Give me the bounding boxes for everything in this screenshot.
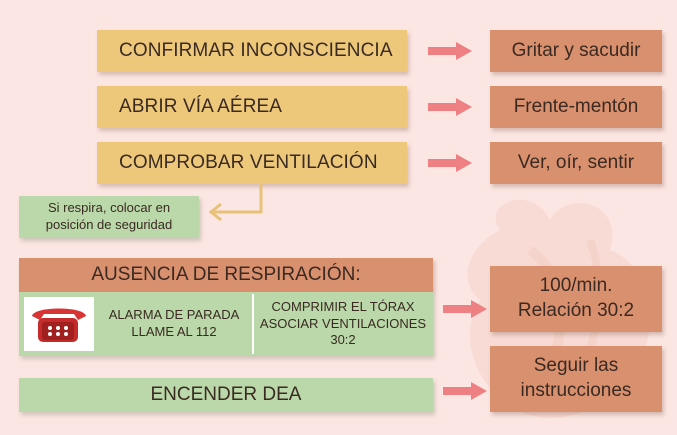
- note-line: Si respira, colocar en: [47, 200, 171, 216]
- alarm-text: ALARMA DE PARADA LLAME AL 112: [100, 297, 248, 351]
- step-label: CONFIRMAR INCONSCIENCIA: [119, 40, 393, 61]
- connector-arrow: [208, 184, 263, 222]
- arrow-right-icon: [443, 300, 487, 318]
- alarm-line: LLAME AL 112: [131, 324, 217, 339]
- chest-compression-text: COMPRIMIR EL TÓRAX ASOCIAR VENTILACIONES…: [256, 297, 430, 351]
- result-line: Seguir las: [533, 355, 619, 377]
- arrow-right-icon: [428, 154, 472, 172]
- absence-of-breathing-header: AUSENCIA DE RESPIRACIÓN:: [19, 258, 433, 292]
- result-follow-instructions: Seguir las instrucciones: [490, 346, 662, 412]
- arrow-right-icon: [443, 382, 487, 400]
- aed-label: ENCENDER DEA: [150, 384, 302, 405]
- step-confirm-unconsciousness: CONFIRMAR INCONSCIENCIA: [97, 30, 407, 72]
- result-line: Relación 30:2: [517, 300, 635, 321]
- arrow-right-icon: [428, 42, 472, 60]
- result-label: Frente-mentón: [513, 95, 639, 117]
- step-check-breathing: COMPROBAR VENTILACIÓN: [97, 142, 407, 184]
- telephone-icon: [32, 308, 86, 342]
- result-line: 100/min.: [539, 275, 613, 297]
- note-line: posición de seguridad: [45, 217, 173, 232]
- result-label: Gritar y sacudir: [511, 39, 641, 61]
- safety-position-note: Si respira, colocar en posición de segur…: [19, 196, 199, 238]
- turn-on-aed: ENCENDER DEA: [19, 378, 433, 412]
- phone-illustration: [24, 297, 94, 351]
- step-label: COMPROBAR VENTILACIÓN: [119, 152, 378, 173]
- result-compression-rate: 100/min. Relación 30:2: [490, 266, 662, 332]
- step-label: ABRIR VÍA AÉREA: [119, 96, 283, 117]
- result-shout-and-shake: Gritar y sacudir: [490, 30, 662, 72]
- compress-line: ASOCIAR VENTILACIONES: [259, 315, 427, 331]
- result-line: instrucciones: [520, 380, 632, 401]
- header-label: AUSENCIA DE RESPIRACIÓN:: [91, 264, 361, 285]
- step-open-airway: ABRIR VÍA AÉREA: [97, 86, 407, 128]
- alarm-line: ALARMA DE PARADA: [108, 307, 240, 323]
- compress-line: 30:2: [330, 332, 356, 348]
- result-look-listen-feel: Ver, oír, sentir: [490, 142, 662, 184]
- result-head-tilt-chin-lift: Frente-mentón: [490, 86, 662, 128]
- arrow-right-icon: [428, 98, 472, 116]
- compress-line: COMPRIMIR EL TÓRAX: [271, 298, 415, 314]
- alarm-divider: [252, 294, 254, 354]
- result-label: Ver, oír, sentir: [517, 151, 635, 173]
